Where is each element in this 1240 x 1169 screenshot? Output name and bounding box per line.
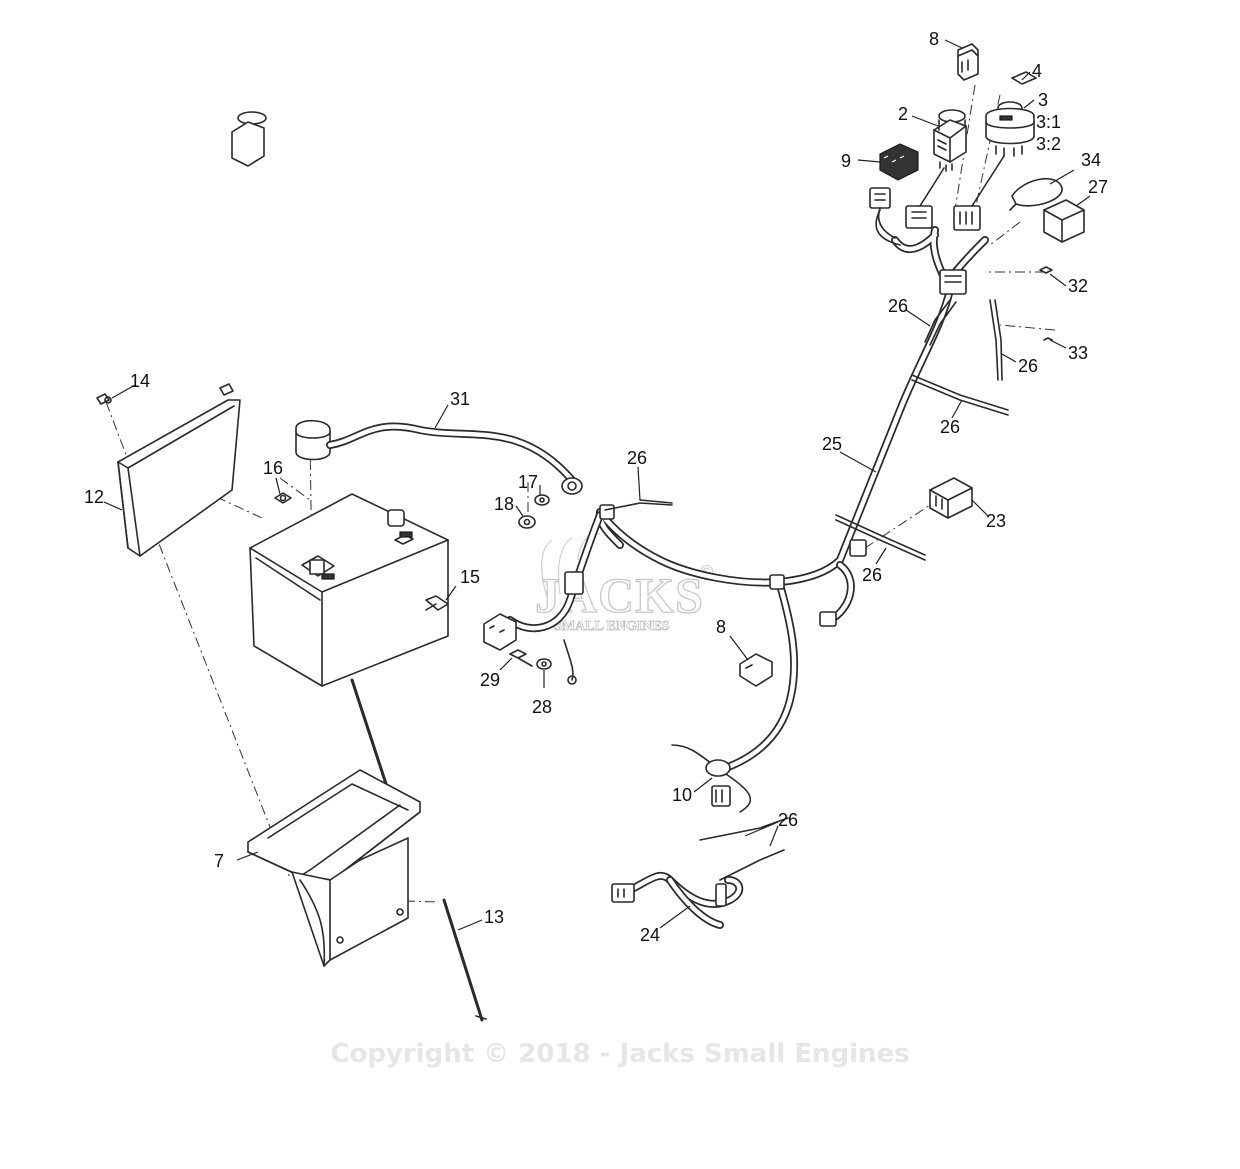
callout-26-f: 26 <box>888 296 908 316</box>
washer-part-18 <box>518 515 536 529</box>
lower-harness-part-24 <box>611 871 744 929</box>
screw-part-33 <box>1043 337 1053 341</box>
washer-part-28 <box>536 658 552 670</box>
callout-26-c: 26 <box>862 565 882 585</box>
callout-10: 10 <box>672 785 692 805</box>
copyright-watermark: Copyright © 2018 - Jacks Small Engines <box>330 1039 909 1069</box>
ground-connector <box>483 613 577 685</box>
callout-17: 17 <box>518 472 538 492</box>
callout-26-d: 26 <box>940 417 960 437</box>
callout-14: 14 <box>130 371 150 391</box>
connector-part-8-top <box>957 43 979 81</box>
grommet-part-10 <box>705 759 731 807</box>
callout-24: 24 <box>640 925 660 945</box>
callout-18: 18 <box>494 494 514 514</box>
callout-15: 15 <box>460 567 480 587</box>
callout-23: 23 <box>986 511 1006 531</box>
nut-part-16 <box>274 492 292 504</box>
callout-3-2: 3:2 <box>1036 134 1061 154</box>
callout-32: 32 <box>1068 276 1088 296</box>
callout-27: 27 <box>1088 177 1108 197</box>
callout-2: 2 <box>898 104 908 124</box>
callout-8-top: 8 <box>929 29 939 49</box>
callout-4: 4 <box>1032 61 1042 81</box>
cable-ties-part-26 <box>604 299 1009 881</box>
hold-down-rod-part-13 <box>442 898 487 1022</box>
callout-26-a: 26 <box>627 448 647 468</box>
callout-7: 7 <box>214 851 224 871</box>
battery-cover-part-12 <box>117 399 241 557</box>
callout-12: 12 <box>84 487 104 507</box>
harness-side-connector <box>869 187 896 239</box>
callout-3-1: 3:1 <box>1036 112 1061 132</box>
callout-3: 3 <box>1038 90 1048 110</box>
callout-34: 34 <box>1081 150 1101 170</box>
callout-31: 31 <box>450 389 470 409</box>
callout-29: 29 <box>480 670 500 690</box>
washer-part-17 <box>534 494 550 506</box>
callout-9: 9 <box>841 151 851 171</box>
key-switch-part-3 <box>953 101 1035 231</box>
battery-tray-part-7 <box>247 678 421 967</box>
clamp-part-34 <box>1009 178 1063 211</box>
leader-lines <box>103 39 1091 931</box>
callout-33: 33 <box>1068 343 1088 363</box>
callout-13: 13 <box>484 907 504 927</box>
battery-cable-part-31 <box>295 419 583 495</box>
wing-nut-part-14 <box>96 383 234 405</box>
battery <box>249 493 449 687</box>
connector-part-8-mid <box>739 653 773 687</box>
callout-26-b: 26 <box>778 810 798 830</box>
callout-25: 25 <box>822 434 842 454</box>
callout-26-e: 26 <box>1018 356 1038 376</box>
harness-connectors <box>564 504 867 627</box>
relay-part-23 <box>929 477 973 519</box>
bolt-part-15 <box>425 595 449 611</box>
relay-part-27 <box>1043 199 1085 243</box>
switch-part-9 <box>879 143 919 181</box>
main-harness-part-25 <box>506 209 989 813</box>
bolt-part-29 <box>509 649 533 667</box>
switch-part-2 <box>231 111 267 167</box>
callout-labels: 14 12 16 15 31 17 18 26 29 28 8 10 7 13 … <box>84 29 1108 945</box>
callout-16: 16 <box>263 458 283 478</box>
logo-subtitle: SMALL ENGINES <box>554 619 670 634</box>
switch-art-part-2 <box>905 109 967 229</box>
logo-wordmark: JACKS <box>535 567 704 623</box>
callout-8-mid: 8 <box>716 617 726 637</box>
nut-part-32 <box>1039 266 1053 274</box>
callout-28: 28 <box>532 697 552 717</box>
